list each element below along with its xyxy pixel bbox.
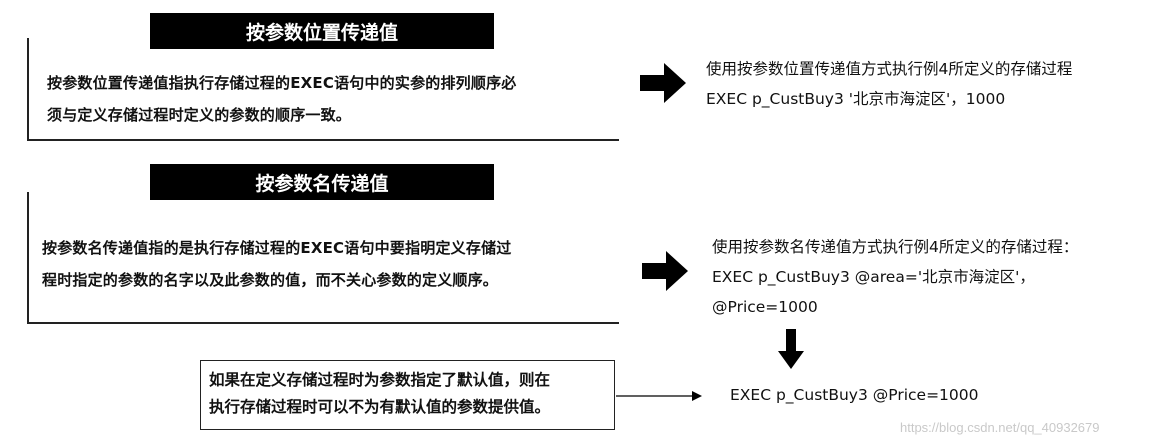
- right-arrow-icon: [642, 251, 688, 291]
- section1-description: 按参数位置传递值指执行存储过程的EXEC语句中的实参的排列顺序必 须与定义存储过…: [47, 67, 617, 131]
- section2-example: 使用按参数名传递值方式执行例4所定义的存储过程： EXEC p_CustBuy3…: [712, 232, 1078, 322]
- section1-example-line: EXEC p_CustBuy3 '北京市海淀区'，1000: [706, 90, 1006, 108]
- section2-example-line: @Price=1000: [712, 298, 818, 316]
- down-arrow-icon: [778, 329, 804, 369]
- watermark: https://blog.csdn.net/qq_40932679: [900, 420, 1100, 435]
- section2-example-line: EXEC p_CustBuy3 @area='北京市海淀区'，: [712, 268, 1035, 286]
- section1-example: 使用按参数位置传递值方式执行例4所定义的存储过程 EXEC p_CustBuy3…: [706, 54, 1072, 114]
- section2-panel: [27, 192, 619, 324]
- section2-description: 按参数名传递值指的是执行存储过程的EXEC语句中要指明定义存储过 程时指定的参数…: [42, 232, 617, 296]
- section1-example-line: 使用按参数位置传递值方式执行例4所定义的存储过程: [706, 60, 1073, 78]
- section1-description-line: 须与定义存储过程时定义的参数的顺序一致。: [47, 106, 352, 124]
- note-line: 如果在定义存储过程时为参数指定了默认值，则在: [209, 371, 551, 389]
- section2-description-line: 程时指定的参数的名字以及此参数的值，而不关心参数的定义顺序。: [42, 271, 499, 289]
- section2-description-line: 按参数名传递值指的是执行存储过程的EXEC语句中要指明定义存储过: [42, 239, 512, 257]
- section1-description-line: 按参数位置传递值指执行存储过程的EXEC语句中的实参的排列顺序必: [47, 74, 517, 92]
- thin-right-arrow-icon: [616, 391, 702, 401]
- right-arrow-icon: [640, 63, 686, 103]
- note-line: 执行存储过程时可以不为有默认值的参数提供值。: [209, 398, 551, 416]
- section2-title: 按参数名传递值: [150, 164, 494, 200]
- default-value-note: 如果在定义存储过程时为参数指定了默认值，则在 执行存储过程时可以不为有默认值的参…: [200, 360, 615, 430]
- section1-title: 按参数位置传递值: [150, 13, 494, 49]
- section2-example-line: 使用按参数名传递值方式执行例4所定义的存储过程：: [712, 238, 1079, 256]
- default-value-result: EXEC p_CustBuy3 @Price=1000: [730, 386, 979, 404]
- section1-panel: [27, 38, 619, 141]
